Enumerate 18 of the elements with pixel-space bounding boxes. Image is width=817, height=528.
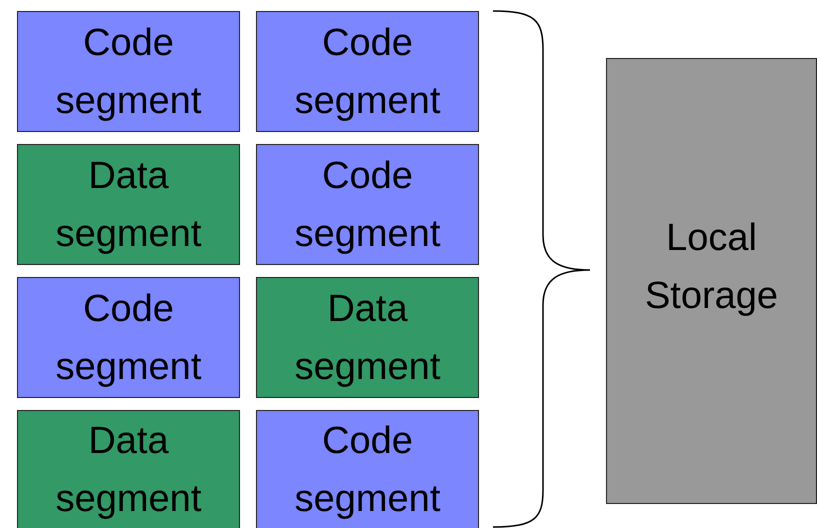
segment-box: [256, 11, 479, 132]
box-label: Data segment: [54, 154, 202, 256]
segment-box: [256, 144, 479, 265]
segment-box: [256, 410, 479, 528]
box-label: Code segment: [294, 154, 442, 256]
segment-box: [17, 11, 240, 132]
box-label: Code segment: [54, 20, 202, 124]
box-label: Local Storage: [644, 216, 780, 319]
segment-box: [256, 277, 479, 398]
segment-box: [17, 277, 240, 398]
segment-box: [17, 410, 240, 528]
segment-box: [17, 144, 240, 265]
box-label: Data segment: [294, 286, 442, 390]
box-label: Code segment: [294, 418, 442, 522]
box-label: Code segment: [294, 20, 442, 124]
box-label: Code segment: [54, 286, 202, 390]
box-label: Data segment: [54, 418, 202, 522]
storage-box: [606, 58, 817, 504]
